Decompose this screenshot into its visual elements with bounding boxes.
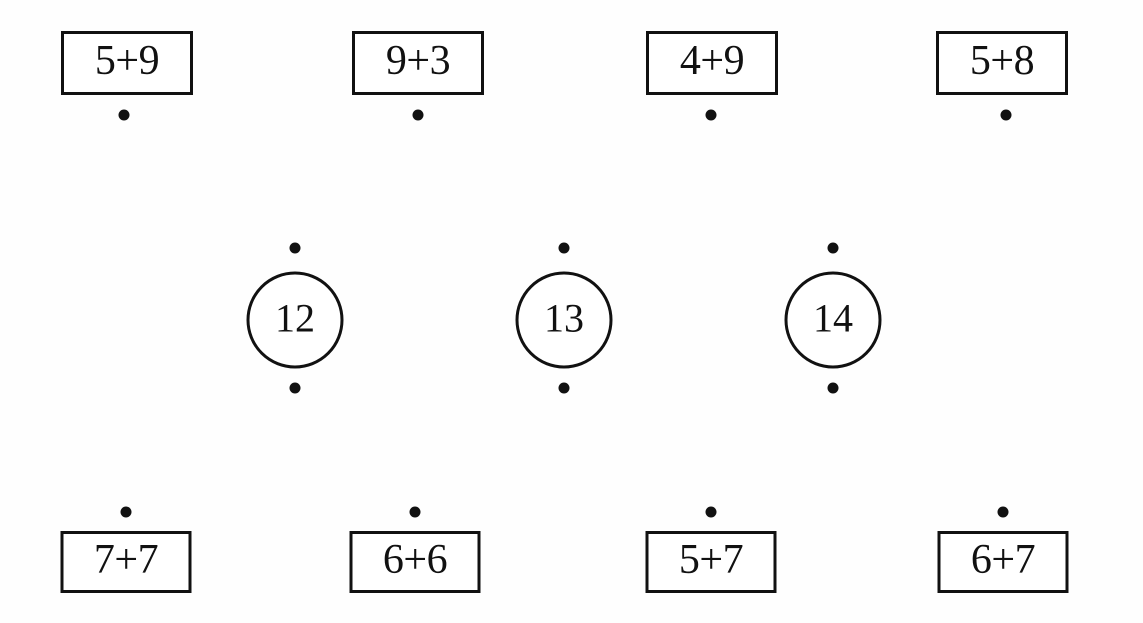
expression-card[interactable]: 5+7 — [645, 531, 777, 593]
expression-label: 5+7 — [678, 537, 744, 583]
expression-card[interactable]: 6+7 — [937, 531, 1069, 593]
expression-card[interactable]: 7+7 — [60, 531, 192, 593]
connector-dot[interactable] — [118, 109, 130, 121]
connector-dot[interactable] — [409, 506, 421, 518]
connector-dot[interactable] — [827, 242, 839, 254]
connector-dot[interactable] — [289, 242, 301, 254]
expression-label: 6+7 — [970, 537, 1036, 583]
sum-circle[interactable]: 12 — [246, 271, 344, 369]
sum-label: 13 — [544, 295, 584, 341]
expression-label: 4+9 — [679, 38, 745, 84]
expression-label: 6+6 — [382, 537, 448, 583]
expression-label: 7+7 — [93, 537, 159, 583]
expression-card[interactable]: 5+8 — [936, 31, 1068, 95]
expression-card[interactable]: 5+9 — [61, 31, 193, 95]
expression-card[interactable]: 6+6 — [349, 531, 481, 593]
connector-dot[interactable] — [1000, 109, 1012, 121]
expression-card[interactable]: 4+9 — [646, 31, 778, 95]
connector-dot[interactable] — [558, 242, 570, 254]
expression-label: 5+9 — [94, 38, 160, 84]
connector-dot[interactable] — [705, 109, 717, 121]
expression-card[interactable]: 9+3 — [352, 31, 484, 95]
expression-label: 5+8 — [969, 38, 1035, 84]
expression-label: 9+3 — [385, 38, 451, 84]
connector-dot[interactable] — [120, 506, 132, 518]
connector-dot[interactable] — [558, 382, 570, 394]
connector-dot[interactable] — [705, 506, 717, 518]
connector-dot[interactable] — [827, 382, 839, 394]
sum-circle[interactable]: 13 — [515, 271, 613, 369]
sum-circle[interactable]: 14 — [784, 271, 882, 369]
connector-dot[interactable] — [997, 506, 1009, 518]
connector-dot[interactable] — [412, 109, 424, 121]
sum-label: 12 — [275, 295, 315, 341]
sum-label: 14 — [813, 295, 853, 341]
connector-dot[interactable] — [289, 382, 301, 394]
